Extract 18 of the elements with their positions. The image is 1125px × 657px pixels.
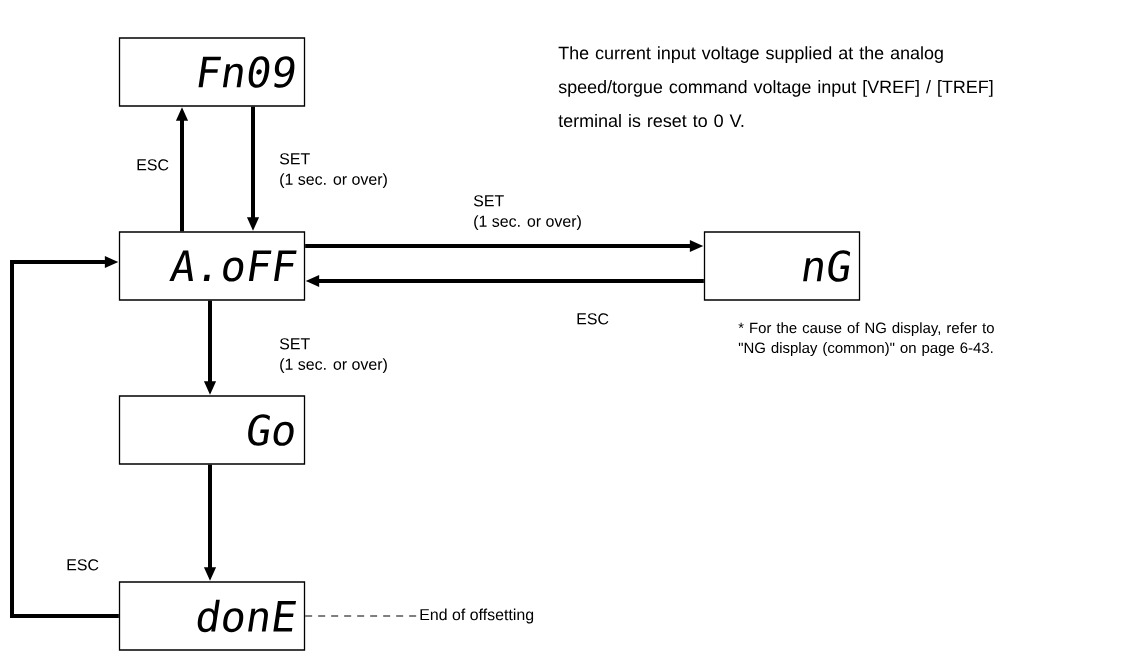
display-box: Go [118, 395, 306, 465]
edge-label: SET [279, 338, 310, 350]
condition-text: (1 sec. or over) [474, 215, 581, 231]
condition-text: (1 sec. or over) [280, 358, 387, 374]
note-text: End of offsetting [420, 608, 534, 624]
description-text: The current input voltage supplied at the analog speed/torgue command voltage input [VREF] / [TREF] terminal is reset to 0 V. [558, 46, 993, 128]
edge-label: ESC [137, 159, 169, 171]
condition-text: (1 sec. or over) [280, 173, 387, 189]
display-box: Fn09 [118, 37, 306, 107]
display-box: donE [118, 581, 306, 651]
edge-label: ESC [67, 559, 99, 571]
edge-label: ESC [577, 313, 609, 325]
footnote-text: * For the cause of NG display, refer to "NG display (common)" on page 6-43. [738, 322, 994, 357]
display-box: nG [703, 231, 861, 301]
edge-label: SET [473, 195, 504, 207]
display-box: A.oFF [118, 231, 306, 301]
arrow [10, 255, 119, 618]
edge-label: SET [279, 153, 310, 165]
